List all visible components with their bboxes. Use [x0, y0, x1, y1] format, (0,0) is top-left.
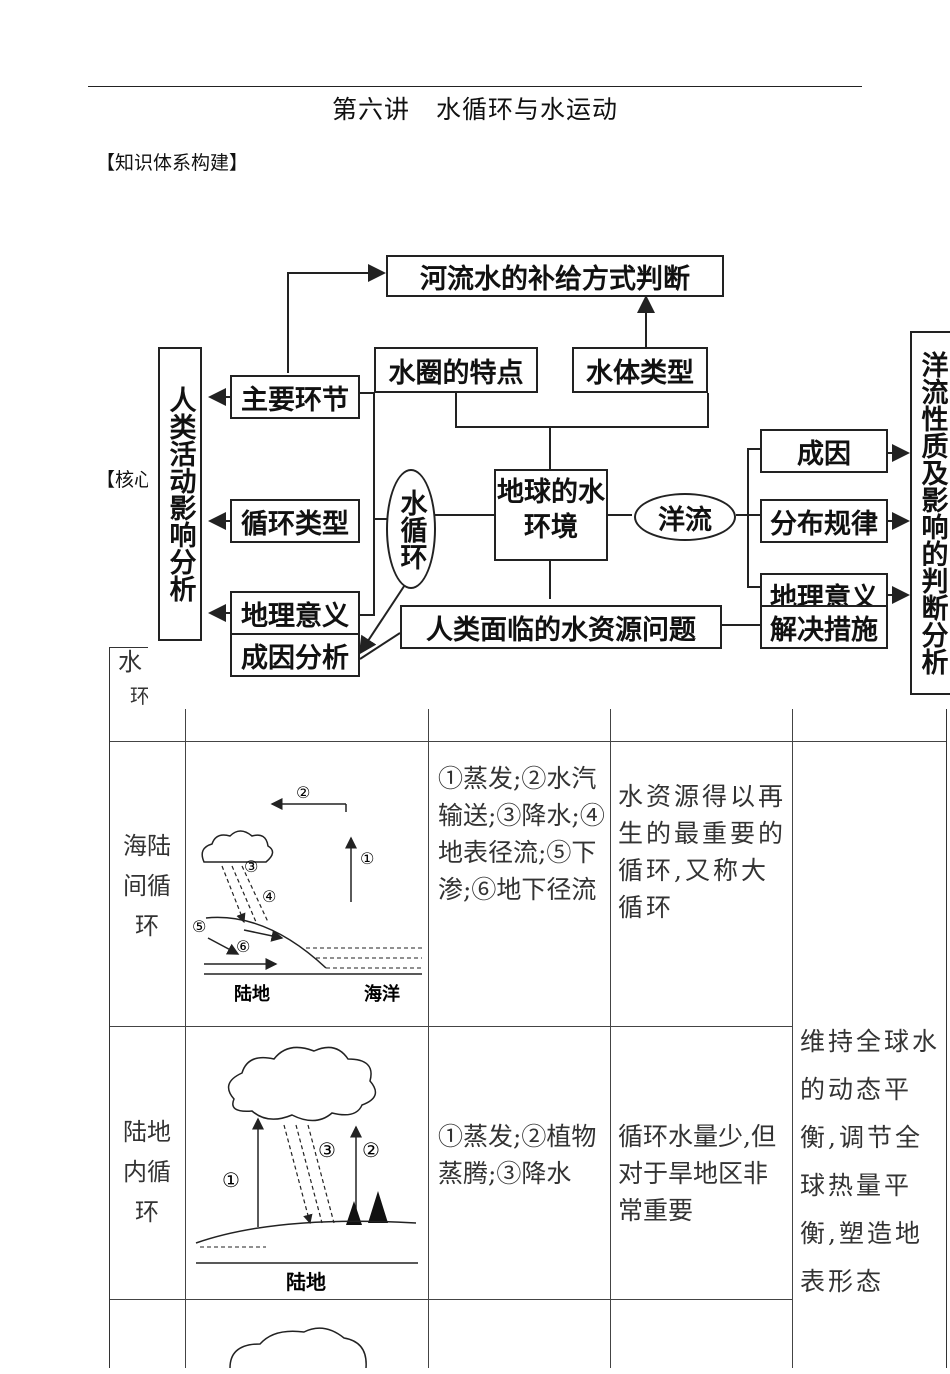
page-title: 第六讲 水循环与水运动: [331, 95, 618, 124]
water-cycle-table: 水 环 海陆间循环 ② ① ③ ④ ⑤ ⑥ 陆地 海洋 ①蒸发;②水汽输送;③降…: [109, 647, 947, 1369]
inland-cycle-diagram: ① ② ③ 陆地: [195, 1046, 418, 1294]
node-cause-analysis: 成因分析: [230, 633, 360, 677]
node-geo-meaning-left: 地理意义: [230, 591, 360, 635]
top-rule: [88, 86, 862, 87]
knowledge-mind-map: 河流水的补给方式判断 水圈的特点 水体类型 主要环节 循环类型 地理意义 成因分…: [148, 243, 950, 709]
links-sea-land: ①蒸发;②水汽输送;③降水;④地表径流;⑤下渗;⑥地下径流: [438, 764, 605, 904]
node-distribution: 分布规律: [760, 499, 888, 543]
node-main-links: 主要环节: [230, 375, 360, 419]
label-n1: ①: [360, 849, 374, 868]
label-n5: ⑤: [192, 917, 206, 936]
table-divider: [110, 741, 946, 742]
label-n3: ③: [244, 857, 258, 876]
node-water-cycle: 水循环: [386, 469, 436, 589]
table-divider: [792, 648, 793, 1368]
sea-land-cycle-diagram: ② ① ③ ④ ⑤ ⑥ 陆地 海洋: [192, 783, 422, 1005]
header-cell-fragment: 环: [130, 684, 150, 708]
node-earth-water-env: 地球的水环境: [494, 469, 608, 561]
node-water-body-types: 水体类型: [572, 347, 708, 393]
label-land: 陆地: [286, 1270, 326, 1294]
node-river-supply: 河流水的补给方式判断: [386, 255, 724, 297]
node-cycle-types: 循环类型: [230, 499, 360, 543]
significance-cell: 维持全球水的动态平衡,调节全球热量平衡,塑造地表形态: [800, 1027, 941, 1296]
node-hydrosphere-features: 水圈的特点: [374, 347, 538, 393]
feature-inland: 循环水量少,但对于旱地区非常重要: [618, 1122, 776, 1225]
label-n3: ③: [318, 1138, 336, 1162]
tree-icon: [346, 1191, 388, 1225]
label-land: 陆地: [234, 983, 270, 1005]
feature-sea-land: 水资源得以再生的最重要的循环,又称大循环: [618, 782, 787, 922]
node-human-water-problems: 人类面临的水资源问题: [400, 605, 722, 649]
node-ocean-current: 洋流: [634, 493, 736, 541]
label-n1: ①: [222, 1168, 240, 1192]
table-divider: [110, 1026, 792, 1027]
label-n2: ②: [296, 783, 310, 802]
table-divider: [110, 1299, 792, 1300]
table-divider: [610, 648, 611, 1368]
table-divider: [428, 648, 429, 1368]
header-cell-fragment: 水: [118, 648, 142, 676]
cloud-icon: [227, 1046, 377, 1122]
node-measures: 解决措施: [760, 605, 888, 649]
label-n6: ⑥: [236, 937, 250, 956]
table-divider: [185, 648, 186, 1368]
row-name-inland: 陆地内循环: [123, 1118, 171, 1226]
node-ocean-current-analysis: 洋流性质及影响的判断分析: [910, 331, 950, 695]
label-n2: ②: [362, 1138, 380, 1162]
cloud-icon: [201, 830, 274, 863]
row-name-sea-land: 海陆间循环: [123, 832, 171, 940]
label-n4: ④: [262, 887, 276, 906]
node-human-impact: 人类活动影响分析: [158, 347, 202, 641]
cloud-icon: [229, 1327, 367, 1369]
label-ocean: 海洋: [364, 983, 400, 1005]
node-cause: 成因: [760, 429, 888, 473]
section-heading-knowledge: 【知识体系构建】: [96, 152, 249, 174]
mind-map-connectors: [208, 264, 910, 660]
links-inland: ①蒸发;②植物蒸腾;③降水: [438, 1122, 597, 1188]
